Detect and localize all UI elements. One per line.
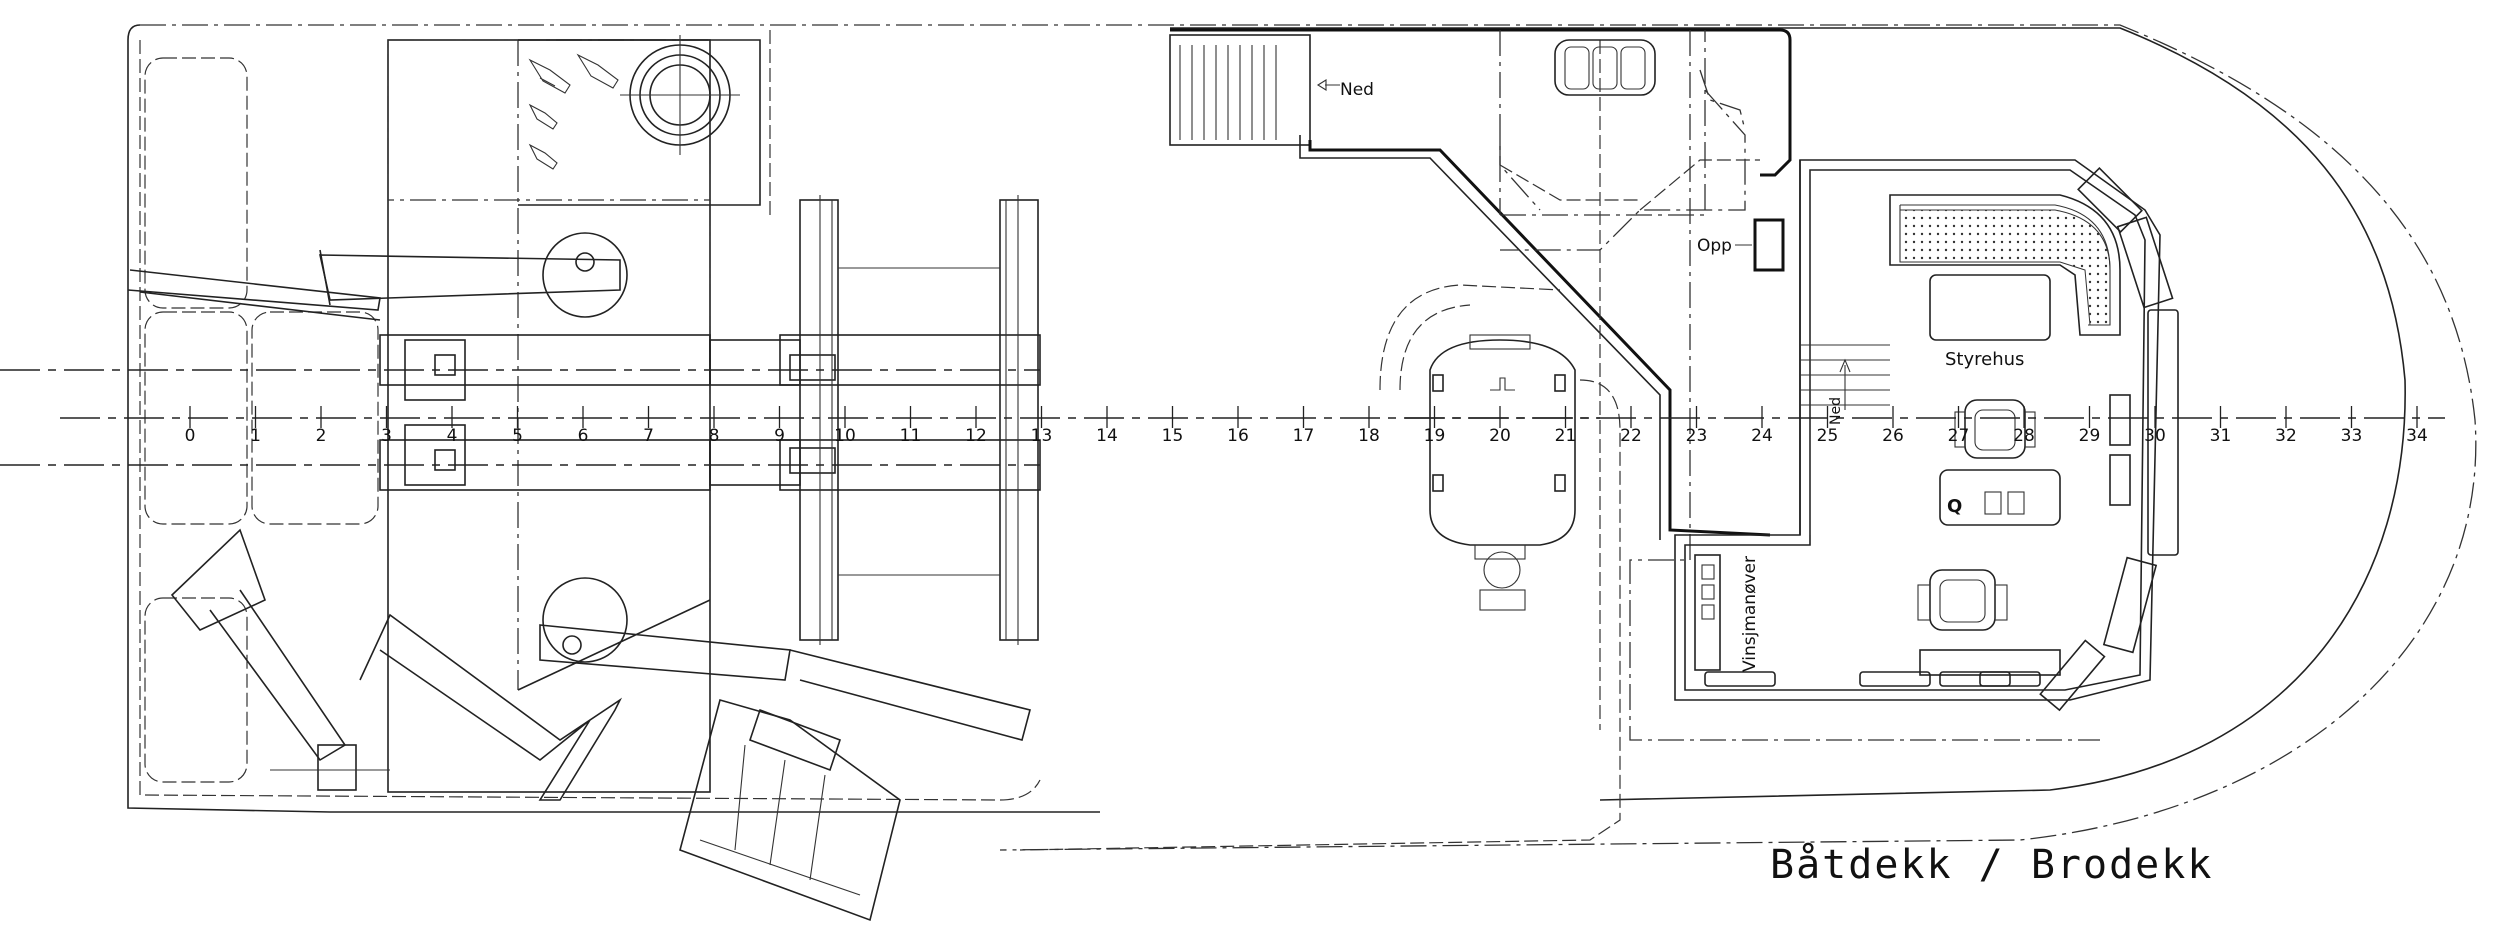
bridge-windows bbox=[1704, 167, 2179, 712]
gantry-block bbox=[679, 699, 901, 922]
life-raft bbox=[1554, 39, 1656, 96]
drawing-title: Båtdekk / Brodekk bbox=[1770, 842, 2213, 888]
frame-number-23: 23 bbox=[1686, 426, 1708, 446]
mid-compartments bbox=[1019, 30, 2100, 851]
helm-chair-2 bbox=[1917, 569, 2008, 631]
frame-number-13: 13 bbox=[1031, 426, 1053, 446]
net-drum-top bbox=[127, 232, 628, 321]
frame-number-6: 6 bbox=[578, 426, 589, 446]
label-opp: Opp bbox=[1697, 236, 1732, 256]
deck-crane bbox=[170, 528, 390, 791]
frame-number-19: 19 bbox=[1424, 426, 1446, 446]
frame-number-11: 11 bbox=[900, 426, 922, 446]
frame-number-0: 0 bbox=[185, 426, 196, 446]
tank-cylinder-top bbox=[620, 35, 740, 155]
frame-number-2: 2 bbox=[316, 426, 327, 446]
winch-panel bbox=[1694, 554, 1721, 671]
frame-number-29: 29 bbox=[2079, 426, 2101, 446]
net-drum-bottom bbox=[539, 577, 1031, 741]
frame-number-31: 31 bbox=[2210, 426, 2232, 446]
frame-number-3: 3 bbox=[381, 426, 392, 446]
hull-outline bbox=[127, 24, 2477, 851]
stairway-top bbox=[1169, 34, 1340, 146]
frame-number-15: 15 bbox=[1162, 426, 1184, 446]
stern-ramp bbox=[359, 613, 623, 801]
right-consoles bbox=[1919, 394, 2131, 676]
frame-number-33: 33 bbox=[2341, 426, 2363, 446]
bridge-deck-outline bbox=[1170, 28, 1792, 540]
sofa-dotted bbox=[1899, 209, 2111, 326]
frame-number-17: 17 bbox=[1293, 426, 1315, 446]
frame-number-20: 20 bbox=[1489, 426, 1511, 446]
centerlines bbox=[0, 369, 2445, 466]
label-ned-stair: Ned bbox=[1828, 397, 1844, 425]
label-vinsjmanover: Vinsjmanøver bbox=[1740, 556, 1760, 672]
console-q bbox=[1939, 469, 2061, 526]
stair-down-arrow bbox=[1839, 358, 1851, 410]
frame-number-32: 32 bbox=[2275, 426, 2297, 446]
frame-number-16: 16 bbox=[1227, 426, 1249, 446]
frame-number-9: 9 bbox=[774, 426, 785, 446]
frame-number-21: 21 bbox=[1555, 426, 1577, 446]
frame-number-1: 1 bbox=[250, 426, 261, 446]
frame-number-12: 12 bbox=[965, 426, 987, 446]
frame-number-14: 14 bbox=[1096, 426, 1118, 446]
frame-number-26: 26 bbox=[1882, 426, 1904, 446]
label-q: Q bbox=[1947, 496, 1962, 517]
frame-number-22: 22 bbox=[1620, 426, 1642, 446]
label-styrehus: Styrehus bbox=[1945, 349, 2024, 370]
frame-number-10: 10 bbox=[834, 426, 856, 446]
frame-number-8: 8 bbox=[709, 426, 720, 446]
frame-number-25: 25 bbox=[1817, 426, 1839, 446]
hydraulic-valves bbox=[528, 53, 619, 170]
frame-number-4: 4 bbox=[447, 426, 458, 446]
ladder-opp bbox=[1735, 218, 1785, 272]
winch-deck-structure bbox=[387, 30, 771, 793]
frame-number-30: 30 bbox=[2144, 426, 2166, 446]
frame-number-28: 28 bbox=[2013, 426, 2035, 446]
frame-number-27: 27 bbox=[1948, 426, 1970, 446]
frame-number-7: 7 bbox=[643, 426, 654, 446]
vertical-tank bbox=[1379, 284, 1576, 611]
helm-chair-1 bbox=[1954, 399, 2036, 459]
frame-number-5: 5 bbox=[512, 426, 523, 446]
frame-number-34: 34 bbox=[2406, 426, 2428, 446]
wheelhouse bbox=[1674, 159, 2161, 701]
aft-deck-hatches bbox=[144, 57, 379, 783]
label-ned-top: Ned bbox=[1340, 80, 1374, 100]
frame-number-24: 24 bbox=[1751, 426, 1773, 446]
drum-frames bbox=[799, 195, 1039, 645]
frame-number-18: 18 bbox=[1358, 426, 1380, 446]
